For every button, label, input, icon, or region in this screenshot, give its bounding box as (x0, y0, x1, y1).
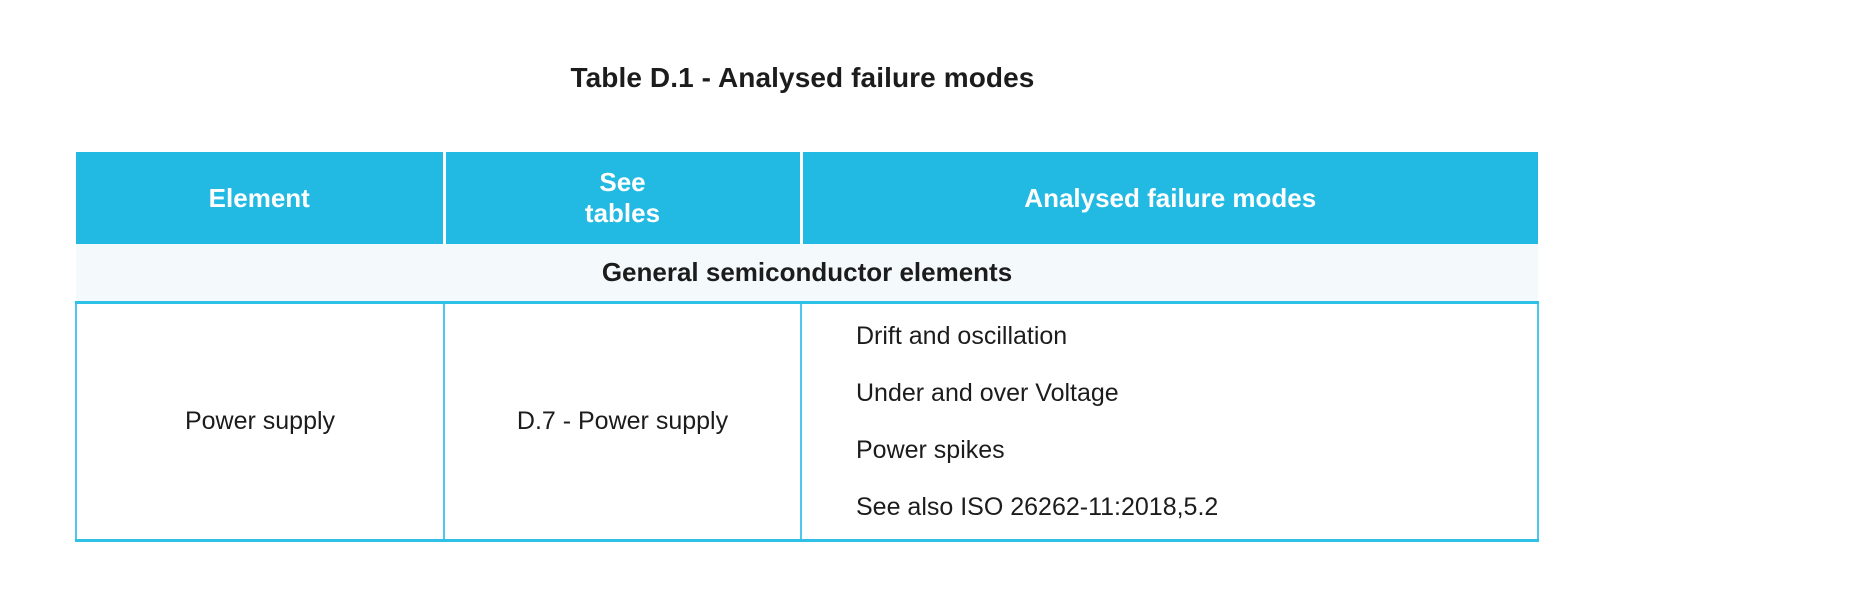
table-row: Power supply D.7 - Power supply Drift an… (75, 302, 1539, 542)
cell-element: Power supply (75, 302, 445, 542)
analysed-failure-modes-table: Element See tables Analysed failure mode… (75, 152, 1539, 542)
table-header-row: Element See tables Analysed failure mode… (76, 152, 1538, 244)
cell-analysed-failure-modes: Drift and oscillation Under and over Vol… (800, 302, 1539, 542)
cell-see-tables: D.7 - Power supply (443, 302, 802, 542)
column-header-see-tables-line-1: See (599, 167, 646, 198)
cell-see-tables-text: D.7 - Power supply (516, 407, 729, 435)
column-header-analysed-failure-modes: Analysed failure modes (799, 152, 1538, 244)
column-header-see-tables: See tables (442, 152, 801, 244)
cell-element-text: Power supply (184, 407, 336, 435)
column-header-analysed-failure-modes-line-1: Analysed failure modes (1024, 182, 1317, 213)
failure-mode-item: See also ISO 26262-11:2018,5.2 (856, 492, 1219, 521)
failure-mode-item: Power spikes (856, 435, 1005, 464)
failure-modes-list: Drift and oscillation Under and over Vol… (802, 321, 1537, 521)
failure-mode-item: Drift and oscillation (856, 321, 1068, 350)
section-header-label: General semiconductor elements (76, 244, 1538, 304)
column-header-see-tables-line-2: tables (584, 198, 661, 228)
column-header-element-line-1: Element (208, 182, 310, 213)
table-body: General semiconductor elements Power sup… (75, 244, 1539, 542)
table-header: Element See tables Analysed failure mode… (76, 152, 1538, 244)
column-header-element: Element (76, 152, 444, 244)
analysed-failure-modes-table-wrapper: Element See tables Analysed failure mode… (75, 152, 1539, 542)
table-caption: Table D.1 - Analysed failure modes (570, 62, 1035, 93)
failure-mode-item: Under and over Voltage (856, 378, 1119, 407)
section-header-row: General semiconductor elements (76, 244, 1538, 304)
